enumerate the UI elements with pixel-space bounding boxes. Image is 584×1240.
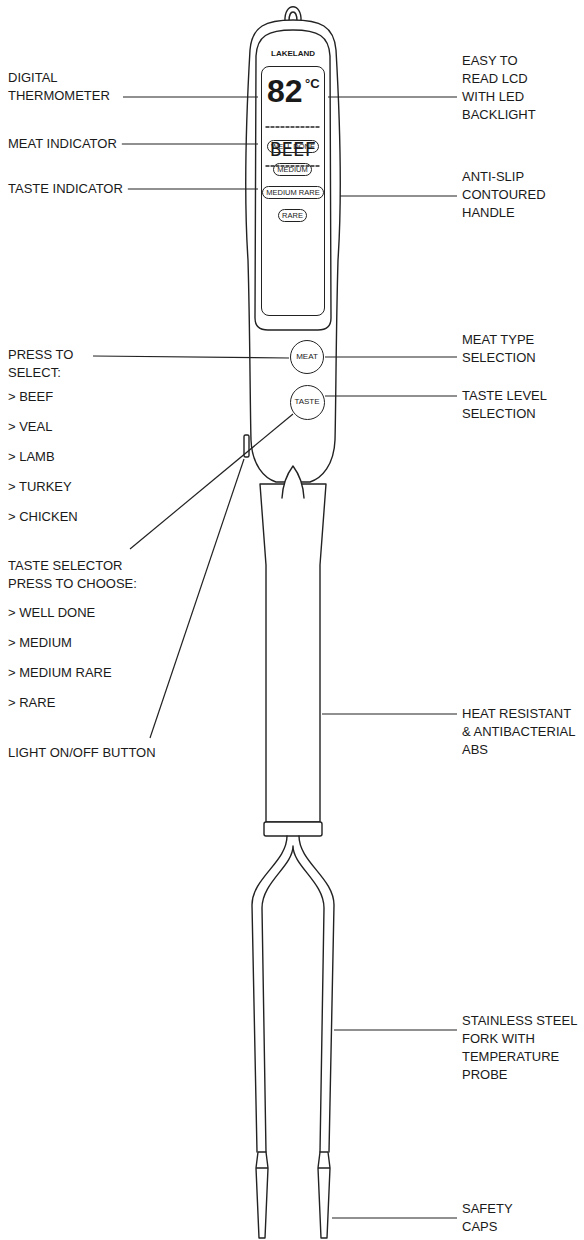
callout-label: TASTE SELECTOR PRESS TO CHOOSE: [8,557,143,593]
option-item: > LAMB [8,448,55,466]
leader-line [130,414,293,549]
leader-line [322,713,457,714]
temperature-reading: 82 [267,75,303,107]
leader-line [123,96,258,97]
handle-outline [246,20,340,482]
leader-line [150,459,244,738]
button-text: MEDIUM [277,166,307,174]
taste-badge: MEDIUM RARE [262,186,324,199]
button-text: MEDIUM RARE [266,189,319,197]
button-text: WELL DONE [271,143,315,151]
leader-line [334,1029,457,1030]
fork-tine-outer [299,836,334,1152]
option-item: > WELL DONE [8,604,95,622]
leader-line [325,356,457,357]
option-item: > MEDIUM [8,634,72,652]
leader-lines [93,97,457,1218]
callout-label: HEAT RESISTANT & ANTIBACTERIAL ABS [462,705,580,759]
handle-bezel [255,30,331,330]
callout-label: SAFETY CAPS [462,1200,522,1236]
option-item: > MEDIUM RARE [8,664,112,682]
meat-button: MEAT [290,340,324,374]
safety-cap [256,1152,268,1238]
callout-label: LIGHT ON/OFF BUTTON [8,744,156,762]
option-item: > CHICKEN [8,508,78,526]
handle-tip [282,466,304,498]
leader-line [328,96,457,97]
leader-line [340,195,457,196]
button-text: MEAT [296,353,318,361]
callout-label: PRESS TO SELECT: [8,346,88,382]
callout-label: MEAT TYPE SELECTION [462,331,562,367]
button-text: RARE [282,212,303,220]
leader-line [332,1217,457,1218]
leader-line [128,188,258,189]
leader-line [93,356,289,358]
callout-label: DIGITAL THERMOMETER [8,69,118,105]
temperature-unit: °C [305,77,320,90]
option-item: > RARE [8,694,55,712]
lcd-divider [266,126,320,127]
hanging-loop [285,7,301,21]
callout-label: STAINLESS STEEL FORK WITH TEMPERATURE PR… [462,1012,580,1084]
callout-label: ANTI-SLIP CONTOURED HANDLE [462,168,562,222]
brand-name: LAKELAND [271,49,315,59]
safety-cap [318,1152,330,1238]
collar-band [264,822,322,836]
lcd-screen: 82°CBEEFWELL DONEMEDIUMMEDIUM RARERARE [261,66,325,316]
leader-line [122,143,258,144]
callout-label: TASTE LEVEL SELECTION [462,387,554,423]
callout-label: MEAT INDICATOR [8,135,117,153]
button-text: TASTE [294,398,319,406]
taste-button: TASTE [290,385,325,420]
option-item: > VEAL [8,418,52,436]
option-item: > TURKEY [8,478,72,496]
leader-line [325,395,457,396]
fork-tine-outer [252,836,287,1152]
taste-badge: WELL DONE [267,140,319,153]
fork-tine-inner [262,846,324,1152]
callout-label: EASY TO READ LCD WITH LED BACKLIGHT [462,52,554,124]
callout-label: TASTE INDICATOR [8,180,123,198]
taste-badge: MEDIUM [273,163,312,176]
option-item: > BEEF [8,388,53,406]
neck-outline [260,484,326,822]
taste-badge: RARE [278,209,307,222]
